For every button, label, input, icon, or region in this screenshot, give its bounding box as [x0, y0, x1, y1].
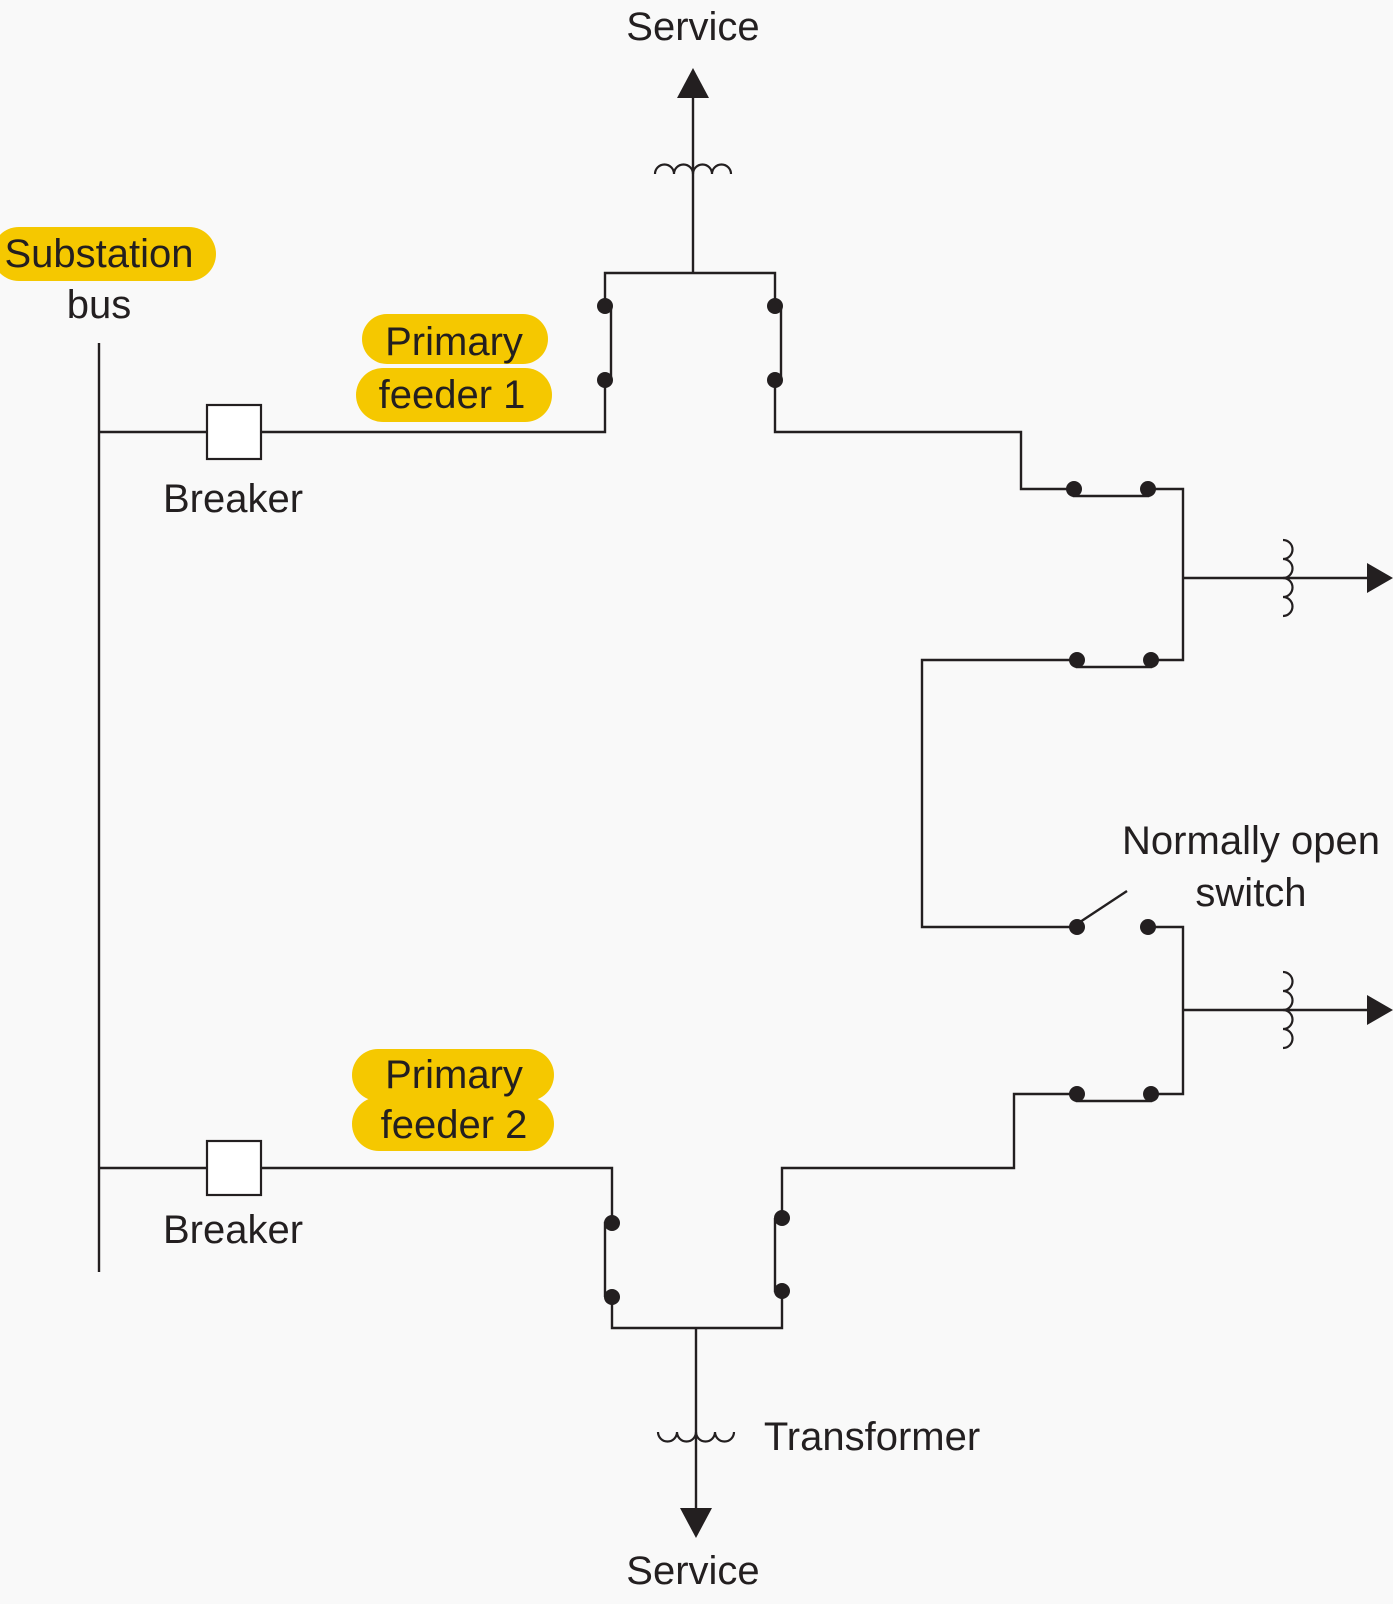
highlight-substation — [0, 227, 216, 281]
feeder1-conductor — [261, 380, 607, 434]
label-feeder2-number: feeder 2 — [381, 1103, 528, 1147]
feeder2-switch-east — [1075, 1094, 1153, 1103]
label-service-bottom: Service — [626, 1549, 759, 1593]
labels: Service Substation bus Primary feeder 1 … — [4, 5, 1379, 1593]
service-east-lower-tap — [1183, 970, 1393, 1050]
service-east-upper-arrow — [1367, 563, 1393, 593]
label-feeder1-number: feeder 1 — [379, 373, 526, 417]
label-breaker-bottom: Breaker — [163, 1208, 303, 1252]
feeder1-upper-loop — [603, 271, 777, 306]
primary-feeder-2 — [99, 1086, 1159, 1330]
feeder2-lower-loop — [610, 1291, 784, 1330]
switch-contact — [1140, 481, 1156, 497]
transformer-east-lower-icon — [1282, 970, 1294, 1050]
highlight-feeder1-line1 — [362, 314, 548, 364]
feeder1-switch-east-bottom — [1075, 660, 1153, 669]
switch-blade — [1076, 889, 1128, 926]
tie-conductor — [920, 658, 1077, 929]
service-top-arrow — [677, 68, 709, 98]
service-east-upper-tap — [1183, 538, 1393, 618]
service-bottom-tap — [656, 1328, 736, 1538]
switch-contact — [1066, 481, 1082, 497]
east-bus-upper — [1148, 487, 1185, 662]
transformer-top-icon — [653, 163, 733, 175]
service-east-lower-arrow — [1367, 995, 1393, 1025]
switch-contact — [1069, 919, 1085, 935]
transformer-bottom-icon — [656, 1431, 736, 1443]
feeder1-switch-right — [775, 304, 783, 380]
feeder2-switch-left — [603, 1221, 612, 1297]
feeder2-conductor — [261, 1166, 614, 1223]
feeder1-switch-east-top — [1072, 489, 1150, 498]
breaker-top — [205, 403, 263, 461]
switch-contact — [597, 298, 613, 314]
switch-contact — [767, 372, 783, 388]
breaker-bottom — [205, 1139, 263, 1197]
switch-contact — [1143, 1086, 1159, 1102]
label-switch: switch — [1195, 871, 1306, 915]
feeder2-conductor-east — [780, 1092, 1077, 1218]
label-feeder2-primary: Primary — [385, 1053, 523, 1097]
highlight-feeder1-line2 — [356, 368, 552, 422]
label-highlights — [0, 227, 554, 1151]
primary-feeder-1 — [99, 271, 1185, 929]
highlight-feeder2-line1 — [352, 1049, 554, 1101]
label-service-top: Service — [626, 5, 759, 49]
switch-contact — [774, 1210, 790, 1226]
label-normally-open: Normally open — [1122, 819, 1380, 863]
label-transformer: Transformer — [764, 1415, 980, 1459]
switch-contact — [597, 372, 613, 388]
label-substation: Substation — [4, 232, 193, 276]
switch-contact — [1143, 652, 1159, 668]
feeder2-switch-right — [773, 1218, 782, 1293]
feeder1-conductor-east — [773, 380, 1074, 491]
highlight-feeder2-line2 — [352, 1097, 554, 1151]
switch-contact — [1069, 1086, 1085, 1102]
switch-contact — [604, 1289, 620, 1305]
switch-contact — [604, 1215, 620, 1231]
normally-open-switch — [1069, 889, 1185, 1096]
east-bus-lower — [1148, 925, 1185, 1096]
transformer-east-upper-icon — [1282, 538, 1294, 618]
switch-contact — [1069, 652, 1085, 668]
feeder1-switch-left — [605, 306, 613, 382]
label-bus: bus — [67, 283, 132, 327]
service-top-tap — [653, 68, 733, 273]
switch-contact — [767, 298, 783, 314]
service-bottom-arrow — [680, 1508, 712, 1538]
switch-contact — [774, 1283, 790, 1299]
label-breaker-top: Breaker — [163, 477, 303, 521]
label-feeder1-primary: Primary — [385, 320, 523, 364]
